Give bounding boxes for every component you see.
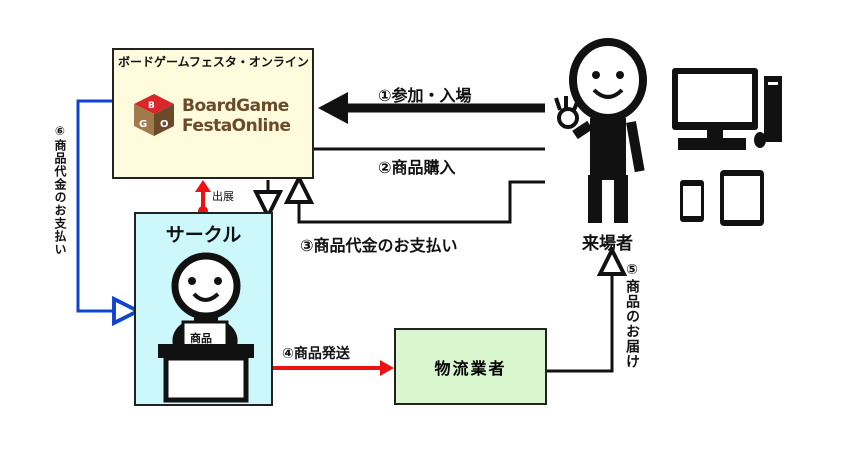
arrow-step3 (299, 182, 545, 224)
tablet-icon (720, 170, 764, 226)
step4-label: ④商品発送 (282, 346, 350, 362)
step6-label: ⑥商品代金のお支払い (53, 124, 67, 256)
step2-label: ②商品購入 (378, 158, 456, 177)
step5-label: ⑤商品のお届け (624, 262, 640, 369)
arrow-step4 (272, 360, 394, 376)
bgo-logo-icon: B G O (132, 92, 176, 138)
smartphone-icon (680, 180, 704, 222)
step1-label: ①参加・入場 (378, 86, 472, 105)
platform-title: ボードゲームフェスタ・オンライン (118, 55, 309, 69)
visitor-label: 来場者 (582, 234, 633, 254)
exhibit-label: 出展 (212, 190, 234, 203)
svg-text:O: O (160, 119, 169, 130)
visitor-figure (554, 38, 647, 223)
svg-text:B: B (148, 101, 155, 111)
step3-label: ③商品代金のお支払い (300, 236, 458, 255)
desktop-computer-icon (672, 68, 782, 150)
logo-text-line2: FestaOnline (182, 116, 291, 136)
platform-box: ボードゲームフェスタ・オンライン B G O BoardGame FestaOn… (112, 48, 314, 179)
arrow-step6 (76, 99, 126, 311)
circle-title: サークル (165, 224, 242, 246)
logo-text-line1: BoardGame (182, 96, 289, 116)
circle-staff-figure (158, 252, 254, 403)
arrow-step5 (546, 262, 612, 373)
circle-box: サークル 商品 (134, 212, 273, 406)
logistics-box: 物流業者 (394, 328, 547, 405)
logistics-label: 物流業者 (434, 358, 507, 378)
arrow-exhibit (195, 180, 211, 216)
arrow-step1 (318, 92, 545, 124)
goods-sign: 商品 (190, 332, 212, 345)
svg-text:G: G (139, 119, 147, 130)
